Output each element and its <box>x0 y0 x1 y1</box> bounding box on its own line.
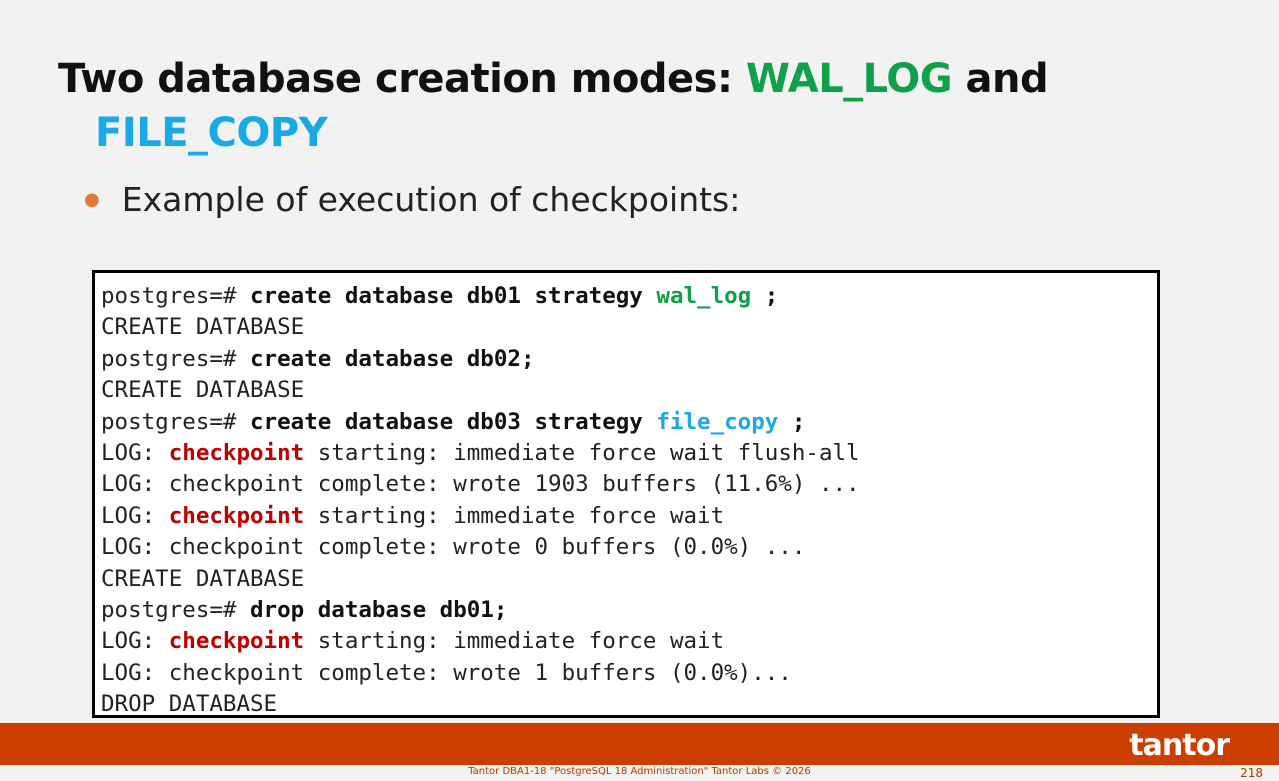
code-line-13: LOG: checkpoint complete: wrote 1 buffer… <box>101 659 792 686</box>
code-line-14: DROP DATABASE <box>101 691 278 718</box>
title-file-copy: FILE_COPY <box>95 110 328 156</box>
bullet-dot-icon: ● <box>84 189 100 210</box>
code-line-10: CREATE DATABASE <box>101 565 305 592</box>
tantor-logo: tantor <box>1129 728 1230 763</box>
footer-bar <box>0 723 1279 765</box>
slide-title: Two database creation modes: WAL_LOG and… <box>58 52 1218 160</box>
code-line-7: LOG: checkpoint complete: wrote 1903 buf… <box>101 471 860 498</box>
title-wal-log: WAL_LOG <box>745 56 953 102</box>
code-line-5: postgres=# create database db03 strategy… <box>101 408 806 435</box>
bullet-text: Example of execution of checkpoints: <box>121 180 741 219</box>
bullet-item: ● Example of execution of checkpoints: <box>84 178 740 222</box>
page-number: 218 <box>1240 766 1263 780</box>
code-line-2: CREATE DATABASE <box>101 314 305 341</box>
code-line-6: LOG: checkpoint starting: immediate forc… <box>101 440 860 467</box>
code-line-8: LOG: checkpoint starting: immediate forc… <box>101 502 725 529</box>
code-line-11: postgres=# drop database db01; <box>101 597 508 624</box>
code-block: postgres=# create database db01 strategy… <box>92 270 1160 718</box>
code-line-1: postgres=# create database db01 strategy… <box>101 283 779 309</box>
code-line-12: LOG: checkpoint starting: immediate forc… <box>101 628 725 655</box>
code-line-4: CREATE DATABASE <box>101 377 305 404</box>
code-line-3: postgres=# create database db02; <box>101 345 535 372</box>
title-prefix: Two database creation modes: <box>58 56 746 102</box>
title-and: and <box>952 56 1049 102</box>
footer-copyright: Tantor DBA1-18 "PostgreSQL 18 Administra… <box>468 766 811 777</box>
code-line-9: LOG: checkpoint complete: wrote 0 buffer… <box>101 534 806 561</box>
